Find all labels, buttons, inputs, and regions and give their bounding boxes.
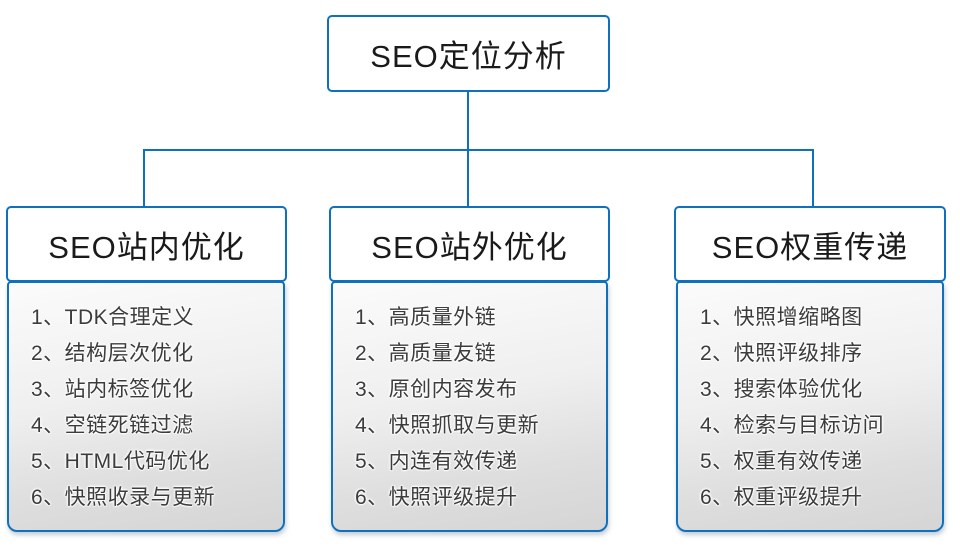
list-item: 4、空链死链过滤 (31, 414, 194, 437)
list-item: 6、快照评级提升 (355, 486, 518, 509)
root-node: SEO定位分析 (327, 15, 610, 92)
branch-title: SEO权重传递 (711, 229, 909, 265)
list-item: 5、内连有效传递 (355, 450, 518, 473)
list-item: 1、TDK合理定义 (31, 306, 195, 329)
connector-drop-right (812, 149, 814, 207)
branch-header-onsite: SEO站内优化 (6, 206, 287, 282)
list-item: 3、站内标签优化 (31, 378, 194, 401)
list-item: 5、权重有效传递 (700, 450, 863, 473)
branch-title: SEO站内优化 (48, 229, 245, 265)
list-item: 2、快照评级排序 (700, 342, 863, 365)
list-item: 6、权重评级提升 (700, 486, 863, 509)
list-item: 1、高质量外链 (355, 306, 497, 329)
root-node-title: SEO定位分析 (370, 39, 567, 74)
branch-list-weight: 1、快照增缩略图 2、快照评级排序 3、搜索体验优化 4、检索与目标访问 5、权… (676, 281, 944, 532)
branch-header-weight: SEO权重传递 (674, 206, 946, 282)
branch-list-offsite: 1、高质量外链 2、高质量友链 3、原创内容发布 4、快照抓取与更新 5、内连有… (331, 281, 608, 532)
list-item: 1、快照增缩略图 (700, 306, 863, 329)
list-item: 6、快照收录与更新 (31, 486, 216, 509)
branch-title: SEO站外优化 (371, 229, 568, 265)
branch-list-onsite: 1、TDK合理定义 2、结构层次优化 3、站内标签优化 4、空链死链过滤 5、H… (7, 281, 285, 532)
connector-drop-left (143, 149, 145, 207)
list-item: 3、搜索体验优化 (700, 378, 863, 401)
list-item: 2、高质量友链 (355, 342, 497, 365)
connector-horizontal-rail (143, 149, 814, 151)
list-item: 5、HTML代码优化 (31, 450, 210, 473)
list-item: 3、原创内容发布 (355, 378, 518, 401)
list-item: 4、快照抓取与更新 (355, 414, 540, 437)
list-item: 2、结构层次优化 (31, 342, 194, 365)
branch-header-offsite: SEO站外优化 (329, 206, 610, 282)
list-item: 4、检索与目标访问 (700, 414, 885, 437)
